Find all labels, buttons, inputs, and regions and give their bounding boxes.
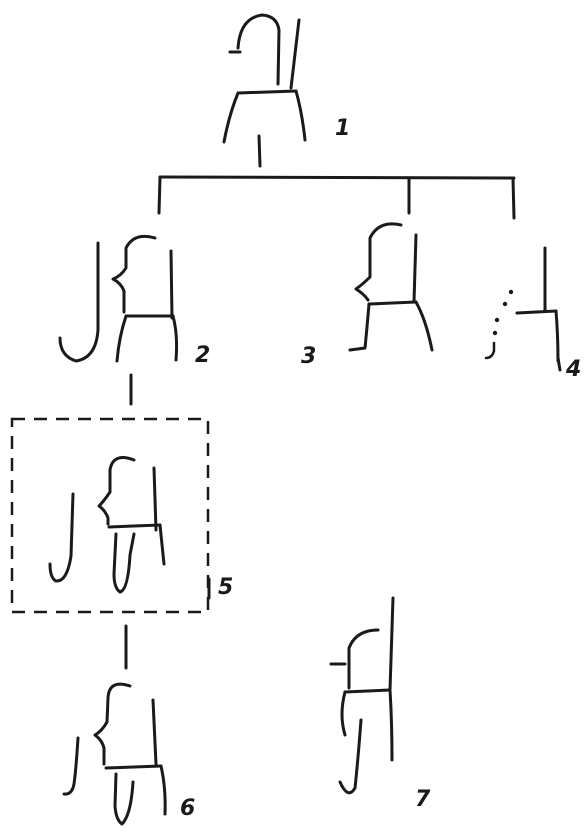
node-label-5: 5 [218,575,233,600]
edge-1-to-2 [159,177,160,213]
edge-1-to-4 [513,178,514,218]
highlight-box-5 [12,419,208,612]
tree-connectors [126,136,514,668]
edge-horizontal-bar [160,177,514,178]
glyph-node-2 [60,236,177,361]
node-label-1: 1 [335,116,350,141]
glyph-node-6 [64,684,165,824]
node-label-3: 3 [301,344,316,369]
glyph-node-4 [486,248,558,361]
glyph-node-1 [224,15,305,142]
glyph-node-3 [350,224,432,350]
node-label-4: 4 [565,357,581,382]
glyph-node-7 [331,598,393,793]
node-labels: 1 2 3 4 5 6 7 [180,116,581,821]
node-label-6: 6 [180,796,195,821]
label-4-tick [558,358,560,370]
node-label-2: 2 [195,343,210,368]
glyph-node-5 [50,458,164,592]
node-label-7: 7 [415,787,431,812]
edge-1-stem [259,136,260,166]
